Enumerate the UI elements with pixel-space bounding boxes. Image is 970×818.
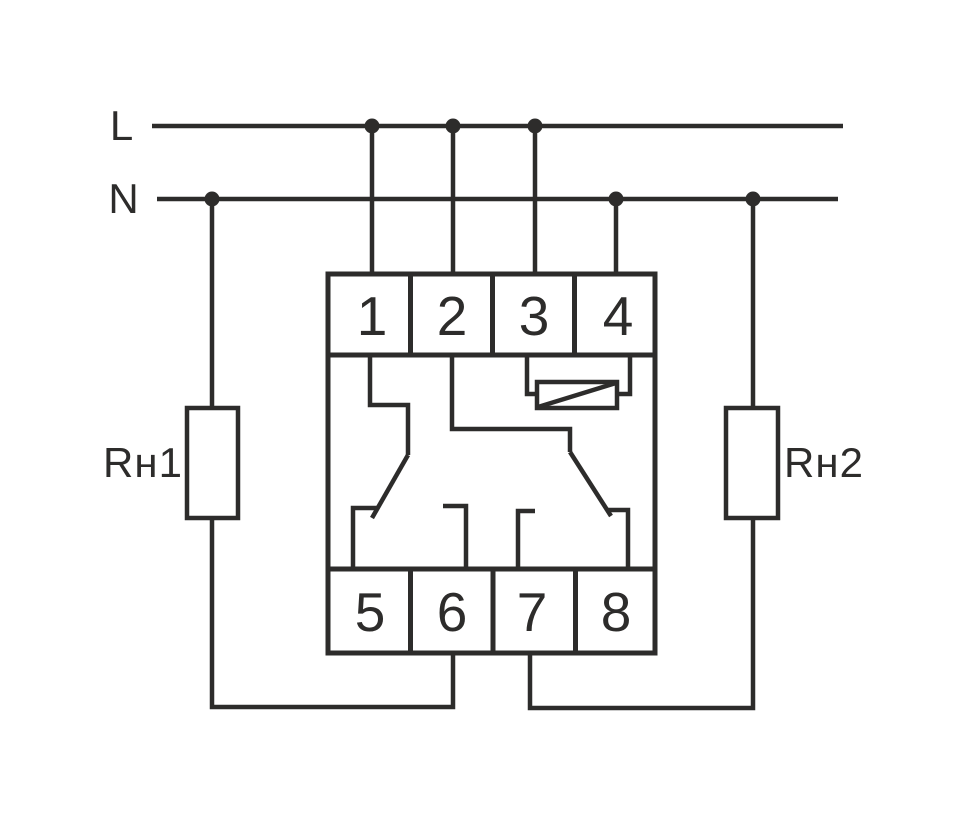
load-rn2-resistor	[723, 405, 781, 521]
wire-layer	[152, 123, 843, 711]
load1-label: Rн1	[103, 439, 183, 486]
contact-seat-terminal-7	[515, 508, 535, 571]
terminal-1-internal-wire	[367, 353, 411, 455]
terminal-2-internal-wire	[449, 353, 573, 452]
terminal-label-1: 1	[357, 285, 388, 347]
load2-return-wire	[527, 513, 756, 711]
live-label: L	[110, 102, 134, 149]
neutral-label: N	[108, 175, 139, 222]
load2-label: Rн2	[784, 439, 864, 486]
junction-dot	[608, 191, 624, 207]
contact-seat-terminal-5	[350, 505, 377, 571]
terminal-label-4: 4	[603, 285, 634, 347]
junction-dot	[204, 191, 220, 207]
terminal-label-3: 3	[519, 285, 550, 347]
contact-seat-terminal-6	[443, 503, 469, 571]
terminal-label-2: 2	[437, 285, 468, 347]
junction-dot	[527, 118, 543, 134]
load-rn1-resistor	[184, 405, 241, 521]
relay-coil-diagonal	[537, 380, 617, 410]
junction-dot	[745, 191, 761, 207]
terminal-label-6: 6	[437, 581, 468, 643]
contact-seat-terminal-8	[608, 507, 631, 571]
terminal-label-7: 7	[517, 581, 548, 643]
junction-layer	[204, 118, 761, 207]
terminal-label-8: 8	[601, 581, 632, 643]
terminal-4-internal-wire	[615, 353, 633, 397]
contact-blade-2	[568, 450, 613, 518]
junction-dot	[364, 118, 380, 134]
junction-dot	[445, 118, 461, 134]
contact-blade-1	[370, 453, 410, 520]
label-layer: L N Rн1 Rн2 1 2 3 4 5 6 7 8	[103, 102, 864, 643]
load1-return-wire	[209, 514, 456, 710]
terminal-label-5: 5	[355, 581, 386, 643]
